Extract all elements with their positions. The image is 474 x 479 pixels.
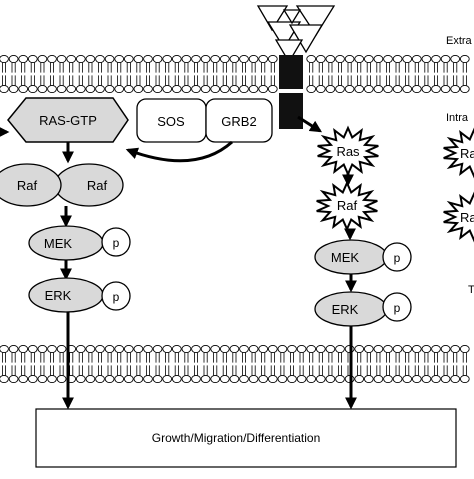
erk-phospho-right: p <box>394 301 401 315</box>
mek-node-right: MEK p <box>314 239 412 275</box>
cell-membrane-top <box>0 54 470 94</box>
right-edge-label: T <box>468 284 474 296</box>
outcome-box: Growth/Migration/Differentiation <box>35 408 457 468</box>
grb2-to-ras-arrow <box>125 140 233 163</box>
sos-label: SOS <box>157 114 185 129</box>
sos-grb2-complex: SOS GRB2 <box>136 98 273 143</box>
mek-phospho-right: p <box>394 251 401 265</box>
mek-label-left: MEK <box>44 236 73 251</box>
ras-edge-label-1: Ra <box>460 146 474 161</box>
erk-phospho-left: p <box>113 290 120 304</box>
raf-node-right: Raf <box>316 180 378 232</box>
ras-node-right: Ras <box>317 125 379 177</box>
cell-membrane-bottom <box>0 344 470 384</box>
mek-node-left: MEK p <box>28 225 131 261</box>
ras-label-right: Ras <box>336 144 360 159</box>
ras-edge-label-2: Ra <box>460 210 474 225</box>
grb2-label: GRB2 <box>221 114 256 129</box>
erk-node-right: ERK p <box>314 291 412 327</box>
intracellular-label: Intra <box>446 112 469 124</box>
ligand-triangles <box>256 5 336 64</box>
erk-label-right: ERK <box>332 302 359 317</box>
ras-node-edge-1: Ra <box>443 127 474 179</box>
receptor <box>279 55 303 129</box>
erk-node-left: ERK p <box>28 277 131 313</box>
mek-phospho-left: p <box>113 236 120 250</box>
extracellular-label: Extra <box>446 35 473 47</box>
ras-gtp-node: RAS-GTP <box>7 97 129 143</box>
raf-label-right: Raf <box>337 198 358 213</box>
grb2-box <box>205 98 273 143</box>
outcome-label: Growth/Migration/Differentiation <box>152 431 321 445</box>
mek-label-right: MEK <box>331 250 360 265</box>
receptor-to-ras-arrow <box>297 115 323 133</box>
ras-gtp-label: RAS-GTP <box>39 113 97 128</box>
raf-dimer: Raf Raf <box>0 163 124 207</box>
ras-node-edge-2: Ra <box>443 191 474 243</box>
raf-label-1: Raf <box>17 178 38 193</box>
erk-label-left: ERK <box>45 288 72 303</box>
raf-label-2: Raf <box>87 178 108 193</box>
